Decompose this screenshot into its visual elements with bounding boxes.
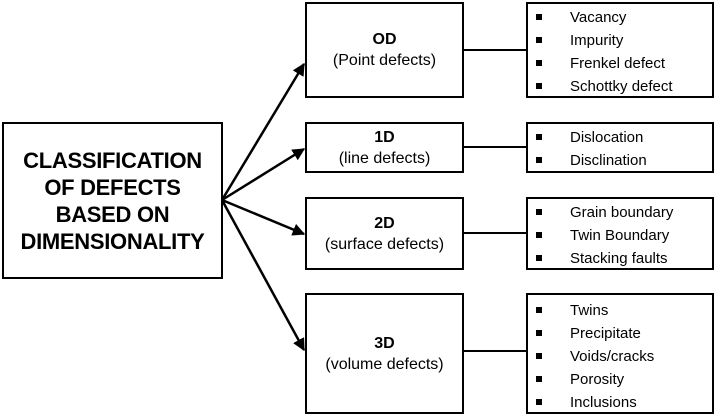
bullet-icon xyxy=(536,307,542,313)
examples-box-0d: Vacancy Impurity Frenkel defect Schottky… xyxy=(526,2,714,98)
arrow-to-3d xyxy=(220,199,306,352)
item-label: Twin Boundary xyxy=(570,227,670,244)
list-item: Stacking faults xyxy=(528,247,712,270)
list-item: Disclination xyxy=(528,149,712,172)
list-item: Dislocation xyxy=(528,126,712,149)
bullet-icon xyxy=(536,376,542,382)
category-code: 1D xyxy=(374,128,395,146)
list-item: Impurity xyxy=(528,29,712,52)
bullet-icon xyxy=(536,37,542,43)
item-label: Schottky defect xyxy=(570,78,673,95)
connector-3d xyxy=(464,350,526,352)
examples-list: Dislocation Disclination xyxy=(528,126,712,172)
item-label: Disclination xyxy=(570,152,647,169)
list-item: Vacancy xyxy=(528,6,712,29)
bullet-icon xyxy=(536,330,542,336)
item-label: Vacancy xyxy=(570,9,627,26)
category-code: 2D xyxy=(374,214,395,232)
category-description: (Point defects) xyxy=(332,52,437,69)
list-item: Twin Boundary xyxy=(528,224,712,247)
list-item: Porosity xyxy=(528,368,712,391)
bullet-icon xyxy=(536,255,542,261)
category-code: OD xyxy=(372,31,397,48)
bullet-icon xyxy=(536,353,542,359)
item-label: Impurity xyxy=(570,32,624,49)
item-label: Inclusions xyxy=(570,394,637,411)
item-label: Stacking faults xyxy=(570,250,668,267)
category-description: (volume defects) xyxy=(325,355,444,373)
list-item: Precipitate xyxy=(528,322,712,345)
examples-box-1d: Dislocation Disclination xyxy=(526,122,714,173)
examples-list: Twins Precipitate Voids/cracks Porosity … xyxy=(528,299,712,414)
list-item: Inclusions xyxy=(528,391,712,414)
list-item: Twins xyxy=(528,299,712,322)
category-box-2d: 2D (surface defects) xyxy=(305,197,464,270)
category-box-0d: OD (Point defects) xyxy=(305,2,464,98)
category-code: 3D xyxy=(374,334,395,352)
examples-box-3d: Twins Precipitate Voids/cracks Porosity … xyxy=(526,293,714,414)
examples-list: Vacancy Impurity Frenkel defect Schottky… xyxy=(528,6,712,98)
item-label: Porosity xyxy=(570,371,625,388)
bullet-icon xyxy=(536,209,542,215)
category-description: (surface defects) xyxy=(324,235,445,253)
bullet-icon xyxy=(536,232,542,238)
bullet-icon xyxy=(536,157,542,163)
item-label: Twins xyxy=(570,302,609,319)
list-item: Frenkel defect xyxy=(528,52,712,75)
item-label: Frenkel defect xyxy=(570,55,666,72)
list-item: Schottky defect xyxy=(528,75,712,98)
root-classification-box: CLASSIFICATION OF DEFECTS BASED ON DIMEN… xyxy=(2,122,223,279)
item-label: Precipitate xyxy=(570,325,641,342)
item-label: Dislocation xyxy=(570,129,644,146)
root-title: CLASSIFICATION OF DEFECTS BASED ON DIMEN… xyxy=(20,147,205,254)
bullet-icon xyxy=(536,399,542,405)
category-box-1d: 1D (line defects) xyxy=(305,122,464,173)
examples-box-2d: Grain boundary Twin Boundary Stacking fa… xyxy=(526,197,714,270)
category-box-3d: 3D (volume defects) xyxy=(305,293,464,414)
bullet-icon xyxy=(536,83,542,89)
list-item: Grain boundary xyxy=(528,201,712,224)
category-description: (line defects) xyxy=(338,149,431,167)
bullet-icon xyxy=(536,14,542,20)
list-item: Voids/cracks xyxy=(528,345,712,368)
item-label: Voids/cracks xyxy=(570,348,655,365)
connector-0d xyxy=(464,49,526,51)
connector-1d xyxy=(464,146,526,148)
connector-2d xyxy=(464,232,526,234)
bullet-icon xyxy=(536,60,542,66)
bullet-icon xyxy=(536,134,542,140)
arrow-to-0d xyxy=(220,62,306,201)
item-label: Grain boundary xyxy=(570,204,674,221)
arrow-to-2d xyxy=(221,198,306,236)
examples-list: Grain boundary Twin Boundary Stacking fa… xyxy=(528,201,712,270)
arrow-to-1d xyxy=(221,147,306,202)
